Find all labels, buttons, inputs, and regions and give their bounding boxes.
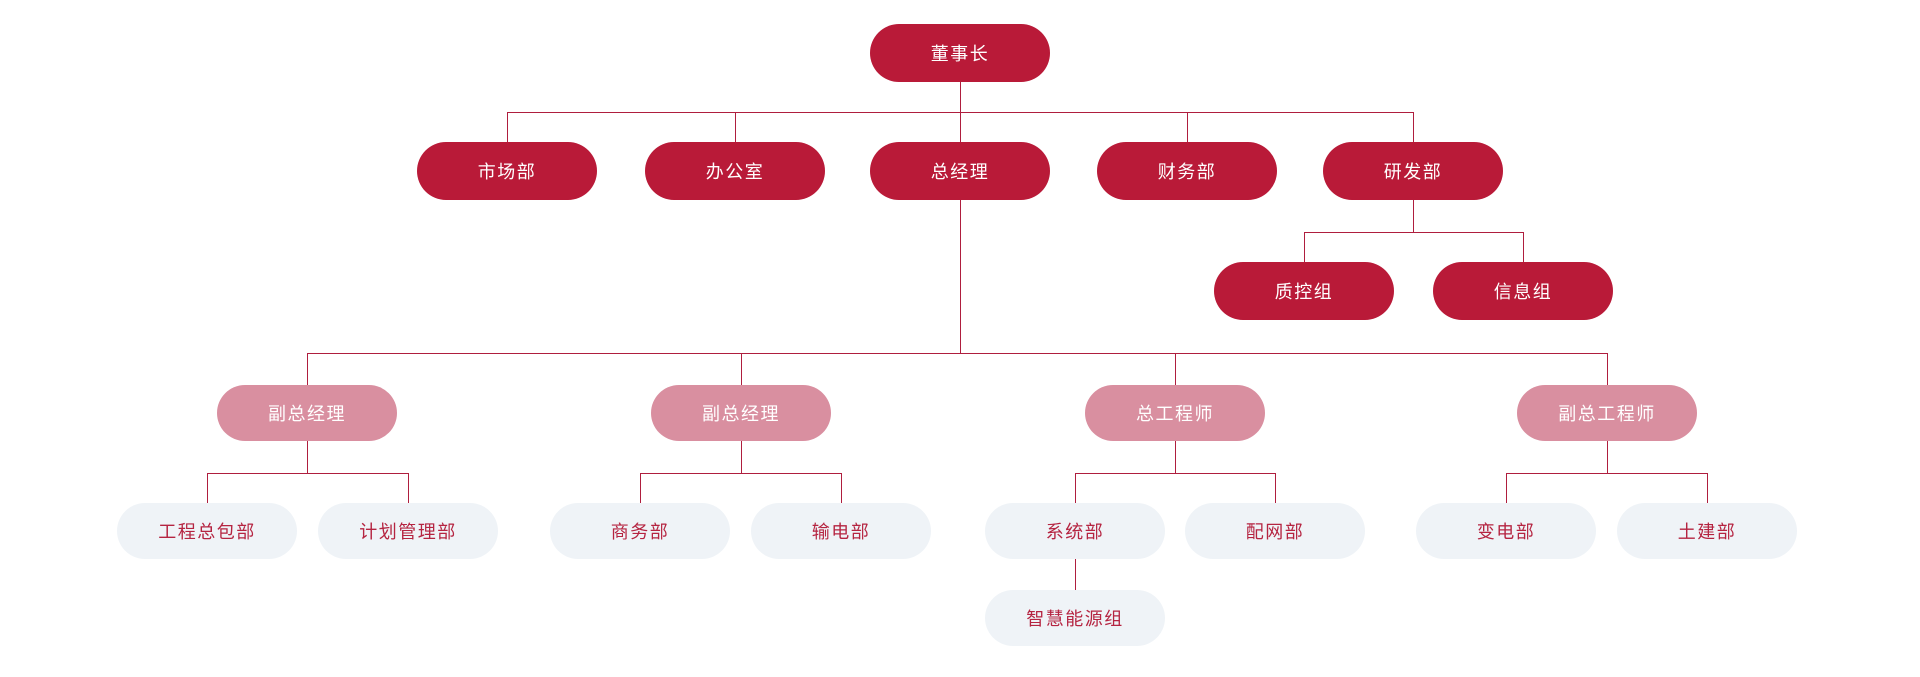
connector-line <box>1187 112 1188 142</box>
connector-line <box>1304 232 1305 262</box>
org-node-substation-dept[interactable]: 变电部 <box>1416 503 1596 559</box>
connector-line <box>640 473 641 503</box>
org-node-qc-group[interactable]: 质控组 <box>1214 262 1394 320</box>
connector-line <box>207 473 208 503</box>
org-node-smart-energy-group[interactable]: 智慧能源组 <box>985 590 1165 646</box>
org-node-deputy-gm-2[interactable]: 副总经理 <box>651 385 831 441</box>
org-node-epc-dept[interactable]: 工程总包部 <box>117 503 297 559</box>
connector-line <box>960 82 961 112</box>
connector-line <box>1275 473 1276 503</box>
org-node-commerce-dept[interactable]: 商务部 <box>550 503 730 559</box>
connector-line <box>307 441 308 473</box>
org-node-chairman[interactable]: 董事长 <box>870 24 1050 82</box>
org-node-general-manager[interactable]: 总经理 <box>870 142 1050 200</box>
connector-line <box>841 473 842 503</box>
connector-line <box>960 112 961 142</box>
connector-line <box>735 112 736 142</box>
connector-line <box>741 441 742 473</box>
connector-line <box>1075 559 1076 590</box>
org-node-system-dept[interactable]: 系统部 <box>985 503 1165 559</box>
connector-line <box>207 473 408 474</box>
connector-line <box>1075 473 1076 503</box>
org-node-marketing-dept[interactable]: 市场部 <box>417 142 597 200</box>
connector-line <box>1506 473 1507 503</box>
connector-line <box>1607 353 1608 385</box>
org-node-planning-dept[interactable]: 计划管理部 <box>318 503 498 559</box>
org-node-deputy-gm-1[interactable]: 副总经理 <box>217 385 397 441</box>
org-node-transmission-dept[interactable]: 输电部 <box>751 503 931 559</box>
connector-line <box>307 353 308 385</box>
org-node-distribution-dept[interactable]: 配网部 <box>1185 503 1365 559</box>
connector-line <box>960 200 961 353</box>
org-node-finance-dept[interactable]: 财务部 <box>1097 142 1277 200</box>
connector-line <box>1413 112 1414 142</box>
connector-line <box>1707 473 1708 503</box>
connector-line <box>1607 441 1608 473</box>
connector-line <box>1175 441 1176 473</box>
connector-line <box>1413 200 1414 232</box>
org-node-rnd-dept[interactable]: 研发部 <box>1323 142 1503 200</box>
connector-line <box>1304 232 1523 233</box>
org-node-deputy-chief-engineer[interactable]: 副总工程师 <box>1517 385 1697 441</box>
connector-line <box>408 473 409 503</box>
org-node-info-group[interactable]: 信息组 <box>1433 262 1613 320</box>
connector-line <box>307 353 1607 354</box>
connector-line <box>1506 473 1707 474</box>
connector-line <box>1075 473 1275 474</box>
connector-line <box>507 112 508 142</box>
org-node-chief-engineer[interactable]: 总工程师 <box>1085 385 1265 441</box>
org-node-civil-dept[interactable]: 土建部 <box>1617 503 1797 559</box>
connector-line <box>640 473 841 474</box>
org-node-office[interactable]: 办公室 <box>645 142 825 200</box>
connector-line <box>1523 232 1524 262</box>
connector-line <box>1175 353 1176 385</box>
connector-line <box>741 353 742 385</box>
